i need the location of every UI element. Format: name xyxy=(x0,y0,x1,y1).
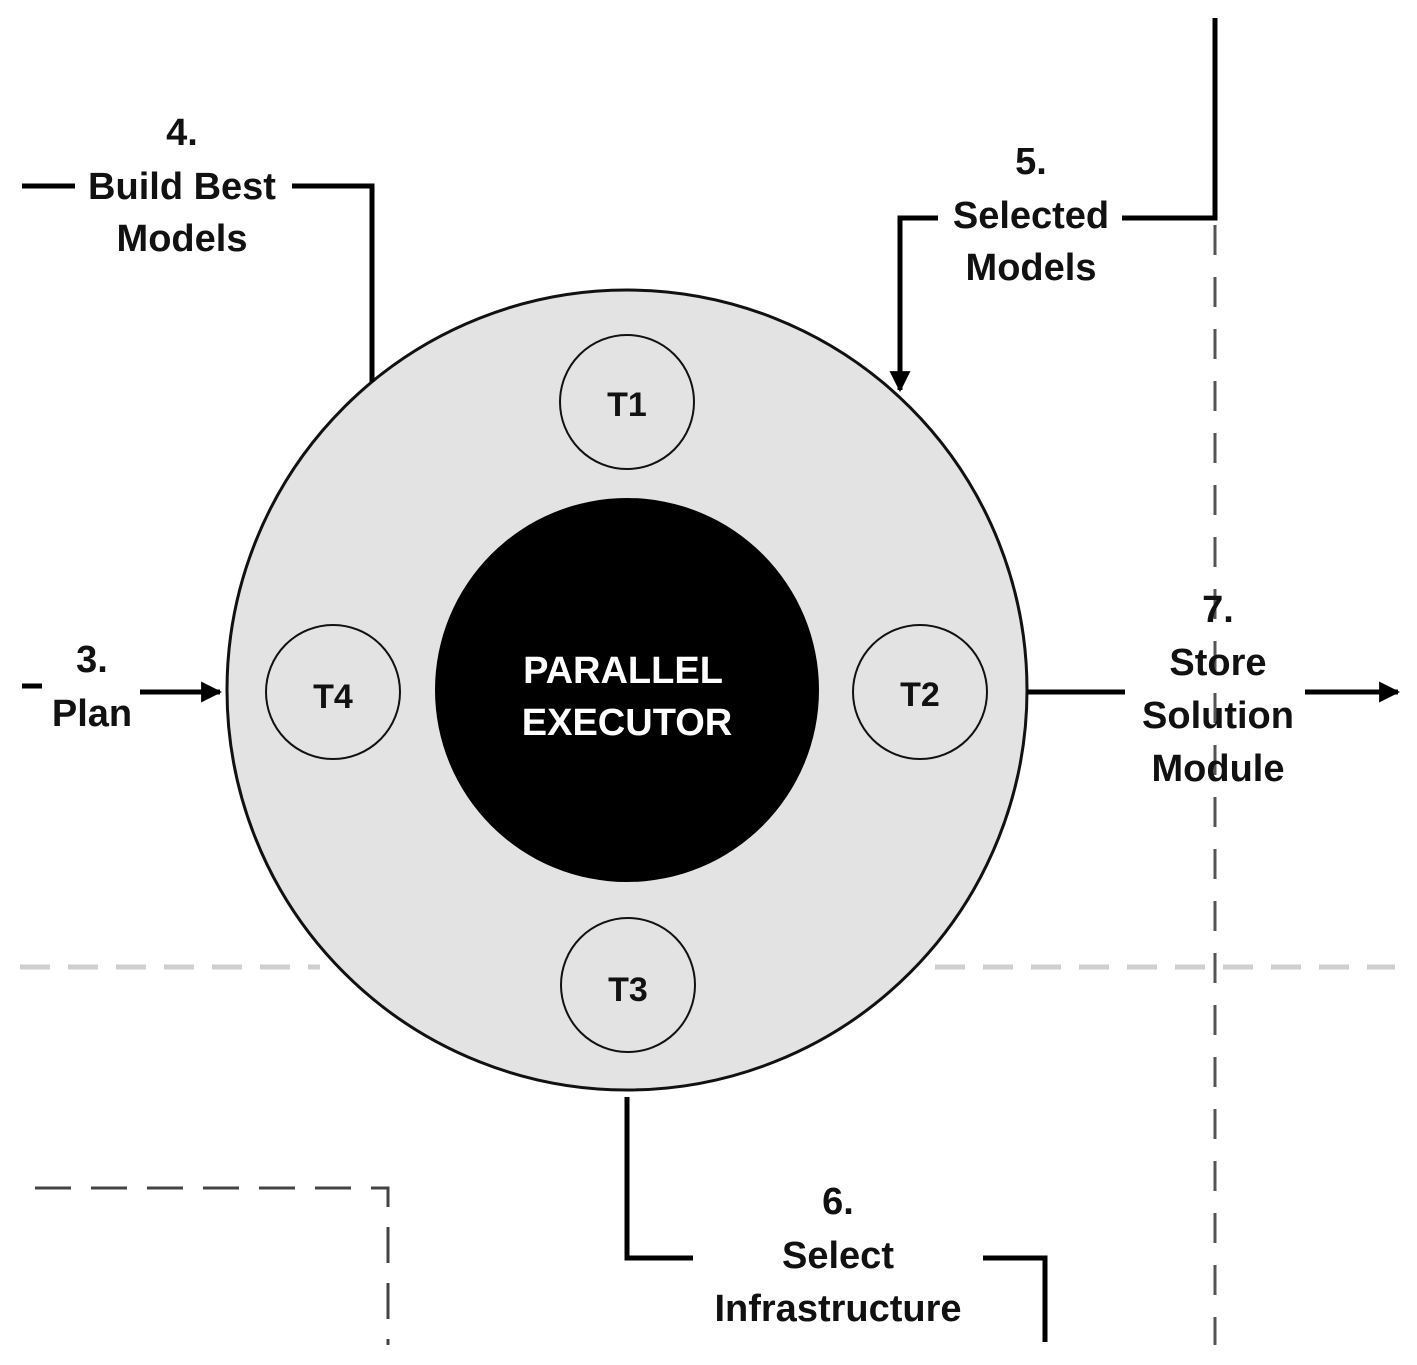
selected-step-label-line2: Models xyxy=(966,247,1097,289)
store-step-number: 7. xyxy=(1202,589,1234,631)
infra-step-number: 6. xyxy=(822,1181,854,1223)
task-label-t2: T2 xyxy=(900,676,940,714)
task-label-t4: T4 xyxy=(313,678,353,716)
selected-step-number: 5. xyxy=(1015,141,1047,183)
infra-step-label-line2: Infrastructure xyxy=(714,1288,961,1330)
build-step-number: 4. xyxy=(166,112,198,154)
task-node-t4: T4 xyxy=(265,624,401,760)
infra-connector-left xyxy=(624,1097,693,1261)
parallel-executor-core xyxy=(435,498,819,882)
center-label-line1: PARALLEL xyxy=(523,650,723,692)
build-connector xyxy=(292,183,375,382)
center-label-line2: EXECUTOR xyxy=(522,702,732,744)
selected-connector-top xyxy=(1122,18,1218,221)
plan-step-number: 3. xyxy=(76,639,108,681)
store-step-label-line3: Module xyxy=(1152,748,1285,790)
selected-step-label-line1: Selected xyxy=(953,195,1109,237)
task-node-t1: T1 xyxy=(559,334,695,470)
store-step-label-line1: Store xyxy=(1169,642,1266,684)
task-label-t1: T1 xyxy=(607,386,647,424)
task-node-t3: T3 xyxy=(560,917,696,1053)
plan-step-label: Plan xyxy=(52,693,132,735)
dashed-boundary-bottom-left xyxy=(35,1186,390,1345)
task-node-t2: T2 xyxy=(852,624,988,760)
infra-step-label-line1: Select xyxy=(782,1235,894,1277)
build-step-label-line1: Build Best xyxy=(88,166,276,208)
store-step-label-line2: Solution xyxy=(1142,695,1294,737)
infra-connector-right xyxy=(983,1255,1048,1342)
selected-arrow xyxy=(889,215,938,393)
task-label-t3: T3 xyxy=(608,971,648,1009)
build-step-label-line2: Models xyxy=(117,218,248,260)
